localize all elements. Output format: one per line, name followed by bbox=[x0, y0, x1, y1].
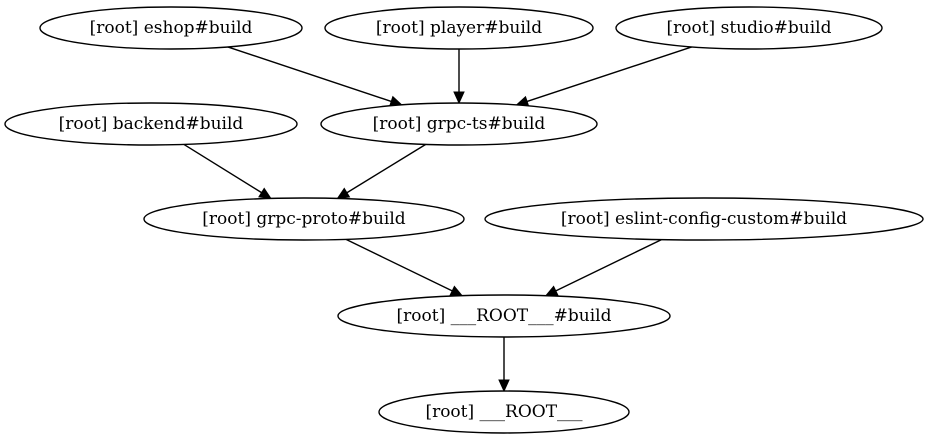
node-ellipse bbox=[337, 294, 671, 338]
arrowhead-icon bbox=[544, 285, 559, 297]
node-label: [root] eslint-config-custom#build bbox=[561, 209, 847, 229]
edge-player-to-grpcts bbox=[453, 49, 465, 105]
node-label: [root] eshop#build bbox=[90, 18, 253, 38]
edge-eshop-to-grpcts bbox=[227, 46, 403, 107]
graph-node-studio[interactable]: [root] studio#build bbox=[615, 6, 883, 50]
graph-node-grpcproto[interactable]: [root] grpc-proto#build bbox=[143, 197, 465, 241]
edge-eslint-to-rootbuild bbox=[544, 238, 662, 297]
node-label: [root] ___ROOT___ bbox=[425, 402, 583, 422]
edges-layer bbox=[183, 46, 692, 393]
graph-node-rootbuild[interactable]: [root] ___ROOT___#build bbox=[337, 294, 671, 338]
nodes-layer: [root] eshop#build [root] player#build [ro… bbox=[4, 6, 924, 434]
graph-node-root[interactable]: [root] ___ROOT___ bbox=[378, 390, 630, 434]
node-label: [root] ___ROOT___#build bbox=[397, 306, 612, 326]
graph-node-backend[interactable]: [root] backend#build bbox=[4, 102, 298, 146]
arrowhead-icon bbox=[449, 285, 464, 297]
node-ellipse bbox=[39, 6, 303, 50]
edge-line bbox=[555, 238, 662, 292]
node-label: [root] player#build bbox=[376, 18, 542, 38]
arrowhead-icon bbox=[498, 379, 510, 393]
node-ellipse bbox=[378, 390, 630, 434]
node-ellipse bbox=[615, 6, 883, 50]
edge-line bbox=[345, 238, 453, 292]
edge-backend-to-grpcproto bbox=[183, 143, 272, 200]
edge-studio-to-grpcts bbox=[515, 46, 692, 107]
node-ellipse bbox=[484, 197, 924, 241]
node-label: [root] grpc-proto#build bbox=[202, 209, 406, 229]
edge-grpcts-to-grpcproto bbox=[336, 143, 427, 200]
node-ellipse bbox=[4, 102, 298, 146]
arrowhead-icon bbox=[453, 91, 465, 105]
graph-node-eshop[interactable]: [root] eshop#build bbox=[39, 6, 303, 50]
node-label: [root] backend#build bbox=[59, 114, 244, 134]
edge-rootbuild-to-root bbox=[498, 337, 510, 393]
node-ellipse bbox=[320, 102, 598, 146]
graph-node-grpcts[interactable]: [root] grpc-ts#build bbox=[320, 102, 598, 146]
node-label: [root] grpc-ts#build bbox=[373, 114, 546, 134]
node-ellipse bbox=[143, 197, 465, 241]
arrowhead-icon bbox=[258, 187, 272, 200]
edge-line bbox=[346, 143, 427, 194]
edge-line bbox=[227, 46, 392, 103]
graph-node-player[interactable]: [root] player#build bbox=[324, 6, 594, 50]
graph-node-eslint[interactable]: [root] eslint-config-custom#build bbox=[484, 197, 924, 241]
node-ellipse bbox=[324, 6, 594, 50]
edge-line bbox=[526, 46, 692, 103]
arrowhead-icon bbox=[336, 187, 351, 200]
node-label: [root] studio#build bbox=[667, 18, 832, 38]
edge-line bbox=[183, 143, 262, 194]
edge-grpcproto-to-rootbuild bbox=[345, 238, 464, 297]
